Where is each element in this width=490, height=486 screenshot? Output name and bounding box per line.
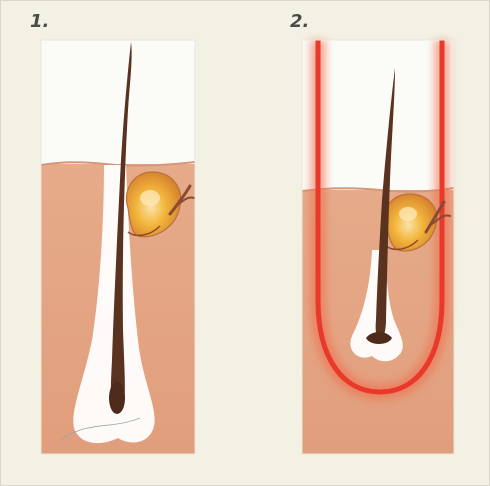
image-border [0,0,490,486]
illustration-canvas: 1. 2. [0,0,490,486]
